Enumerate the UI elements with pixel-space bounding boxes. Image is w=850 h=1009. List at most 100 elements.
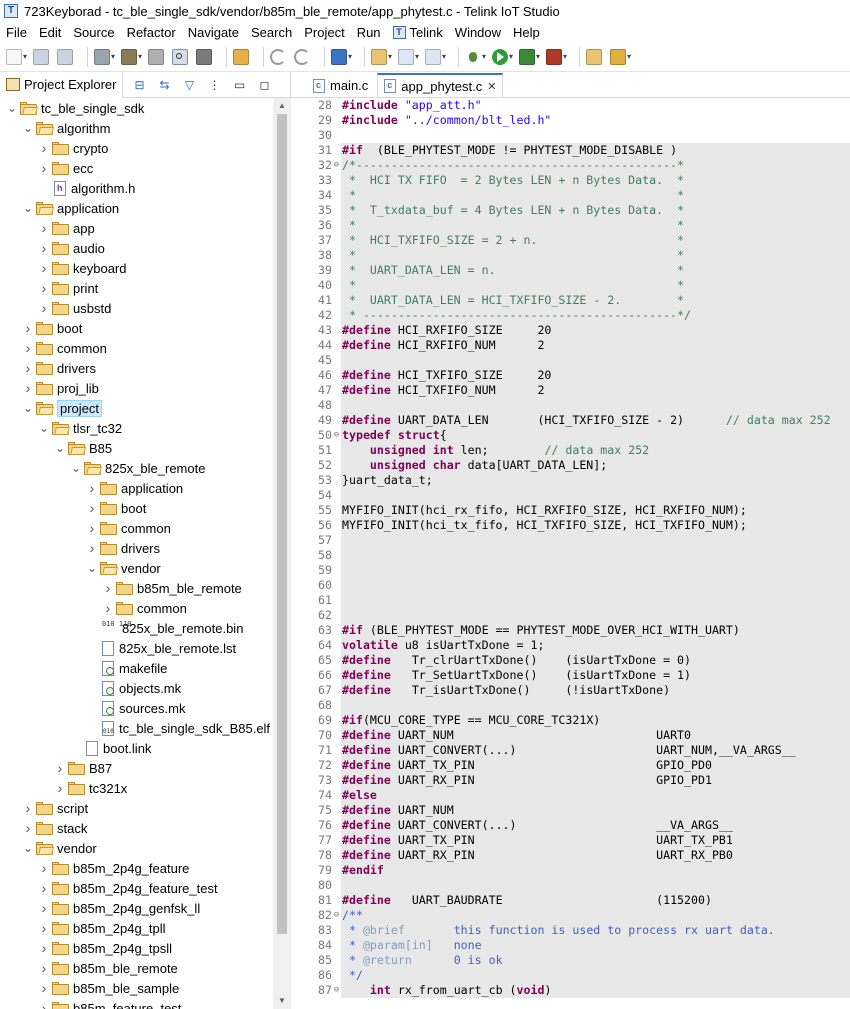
open-perspective-button[interactable]	[586, 46, 602, 68]
fold-toggle-icon[interactable]: ⊖	[333, 430, 340, 440]
hammer-build-button[interactable]: ▾	[121, 46, 146, 68]
tree-file-item[interactable]: sources.mk	[0, 698, 273, 718]
pin-button[interactable]: ▾	[610, 46, 635, 68]
scrollbar-thumb[interactable]	[277, 114, 287, 934]
code-line[interactable]: 76#define UART_CONVERT(...) __VA_ARGS__	[306, 818, 850, 833]
tree-folder-item[interactable]: ›b85m_ble_sample	[0, 978, 273, 998]
code-line[interactable]: 37 * HCI_TXFIFO_SIZE = 2 + n. *	[306, 233, 850, 248]
dropdown-arrow-icon[interactable]: ▾	[348, 52, 353, 61]
collapse-chevron-icon[interactable]: ›	[89, 480, 95, 496]
code-line[interactable]: 81#define UART_BAUDRATE (115200)	[306, 893, 850, 908]
fold-toggle-icon[interactable]: ⊖	[333, 985, 340, 995]
tree-folder-item[interactable]: ›b85m_feature_test	[0, 998, 273, 1009]
code-line[interactable]: 70#define UART_NUM UART0	[306, 728, 850, 743]
dropdown-arrow-icon[interactable]: ▾	[482, 52, 487, 61]
new-button[interactable]: ▾	[6, 46, 31, 68]
editor-tab[interactable]: app_phytest.c✕	[377, 73, 504, 97]
dropdown-arrow-icon[interactable]: ▾	[388, 52, 393, 61]
code-line[interactable]: 86 */	[306, 968, 850, 983]
code-line[interactable]: 72#define UART_TX_PIN GPIO_PD0	[306, 758, 850, 773]
code-line[interactable]: 75#define UART_NUM	[306, 803, 850, 818]
menu-item-project[interactable]: Project	[298, 25, 350, 40]
code-line[interactable]: 78#define UART_RX_PIN UART_RX_PB0	[306, 848, 850, 863]
tree-folder-item[interactable]: ⌄vendor	[0, 558, 273, 578]
expand-chevron-icon[interactable]: ⌄	[22, 401, 34, 415]
dropdown-arrow-icon[interactable]: ▾	[536, 52, 541, 61]
code-line[interactable]: 49#define UART_DATA_LEN (HCI_TXFIFO_SIZE…	[306, 413, 850, 428]
tree-folder-item[interactable]: ›ecc	[0, 158, 273, 178]
code-line[interactable]: 42 * -----------------------------------…	[306, 308, 850, 323]
tree-folder-item[interactable]: ›usbstd	[0, 298, 273, 318]
new-c-project-button[interactable]: ▾	[371, 46, 396, 68]
expand-chevron-icon[interactable]: ⌄	[38, 421, 50, 435]
menu-item-navigate[interactable]: Navigate	[182, 25, 245, 40]
menu-item-window[interactable]: Window	[449, 25, 507, 40]
tree-folder-item[interactable]: ›b85m_2p4g_tpll	[0, 918, 273, 938]
tree-folder-item[interactable]: ›application	[0, 478, 273, 498]
maximize-icon[interactable]: ◻	[259, 77, 270, 92]
code-line[interactable]: 39 * UART_DATA_LEN = n. *	[306, 263, 850, 278]
collapse-chevron-icon[interactable]: ›	[41, 980, 47, 996]
dropdown-arrow-icon[interactable]: ▾	[442, 52, 447, 61]
project-tree[interactable]: ⌄tc_ble_single_sdk⌄algorithm›crypto›ecca…	[0, 98, 273, 1009]
tree-folder-item[interactable]: ⌄algorithm	[0, 118, 273, 138]
code-line[interactable]: 30	[306, 128, 850, 143]
tree-folder-item[interactable]: ›common	[0, 338, 273, 358]
collapse-chevron-icon[interactable]: ›	[25, 380, 31, 396]
tree-folder-item[interactable]: ›b85m_2p4g_feature_test	[0, 878, 273, 898]
collapse-chevron-icon[interactable]: ›	[25, 320, 31, 336]
collapse-chevron-icon[interactable]: ›	[41, 940, 47, 956]
tree-folder-item[interactable]: ›drivers	[0, 358, 273, 378]
collapse-chevron-icon[interactable]: ›	[41, 240, 47, 256]
tree-scrollbar[interactable]: ▲ ▼	[273, 98, 291, 1009]
code-line[interactable]: 58	[306, 548, 850, 563]
code-line[interactable]: 33 * HCI TX FIFO = 2 Bytes LEN + n Bytes…	[306, 173, 850, 188]
fold-toggle-icon[interactable]: ⊖	[333, 910, 340, 920]
code-line[interactable]: 57	[306, 533, 850, 548]
tree-folder-item[interactable]: ⌄project	[0, 398, 273, 418]
code-line[interactable]: 43#define HCI_RXFIFO_SIZE 20	[306, 323, 850, 338]
tree-folder-item[interactable]: ›print	[0, 278, 273, 298]
expand-chevron-icon[interactable]: ⌄	[54, 441, 66, 455]
dropdown-arrow-icon[interactable]: ▾	[23, 52, 28, 61]
code-line[interactable]: 85 * @return 0 is ok	[306, 953, 850, 968]
code-line[interactable]: 71#define UART_CONVERT(...) UART_NUM,__V…	[306, 743, 850, 758]
collapse-chevron-icon[interactable]: ›	[41, 960, 47, 976]
code-line[interactable]: 73#define UART_RX_PIN GPIO_PD1	[306, 773, 850, 788]
collapse-chevron-icon[interactable]: ›	[41, 1000, 47, 1009]
tree-folder-item[interactable]: ›common	[0, 518, 273, 538]
tree-file-item[interactable]: objects.mk	[0, 678, 273, 698]
tree-folder-item[interactable]: ⌄application	[0, 198, 273, 218]
forward-button[interactable]	[294, 46, 310, 68]
tree-folder-item[interactable]: ›boot	[0, 318, 273, 338]
collapse-chevron-icon[interactable]: ›	[41, 900, 47, 916]
code-line[interactable]: 59	[306, 563, 850, 578]
view-menu-icon[interactable]: ⋮	[208, 77, 221, 92]
code-line[interactable]: 67#define Tr_isUartTxDone() (!isUartTxDo…	[306, 683, 850, 698]
dropdown-arrow-icon[interactable]: ▾	[509, 52, 514, 61]
dropdown-arrow-icon[interactable]: ▾	[563, 52, 568, 61]
external-tools-button[interactable]: ▾	[519, 46, 544, 68]
code-line[interactable]: 45	[306, 353, 850, 368]
link-button[interactable]	[196, 46, 212, 68]
collapse-all-icon[interactable]: ⊟	[134, 77, 145, 92]
code-line[interactable]: 74#else	[306, 788, 850, 803]
new-class-button[interactable]: ▾	[425, 46, 450, 68]
code-line[interactable]: 50⊖typedef struct{	[306, 428, 850, 443]
link-with-editor-icon[interactable]: ⇆	[159, 77, 170, 92]
tree-folder-item[interactable]: ›boot	[0, 498, 273, 518]
collapse-chevron-icon[interactable]: ›	[41, 860, 47, 876]
code-line[interactable]: 79#endif	[306, 863, 850, 878]
tree-folder-item[interactable]: ›app	[0, 218, 273, 238]
build-config-button[interactable]: ▾	[94, 46, 119, 68]
tree-folder-item[interactable]: ⌄vendor	[0, 838, 273, 858]
tree-folder-item[interactable]: ›stack	[0, 818, 273, 838]
menu-item-edit[interactable]: Edit	[33, 25, 67, 40]
collapse-chevron-icon[interactable]: ›	[41, 160, 47, 176]
tree-folder-item[interactable]: ›tc321x	[0, 778, 273, 798]
expand-chevron-icon[interactable]: ⌄	[22, 201, 34, 215]
new-source-file-button[interactable]: ▾	[398, 46, 423, 68]
